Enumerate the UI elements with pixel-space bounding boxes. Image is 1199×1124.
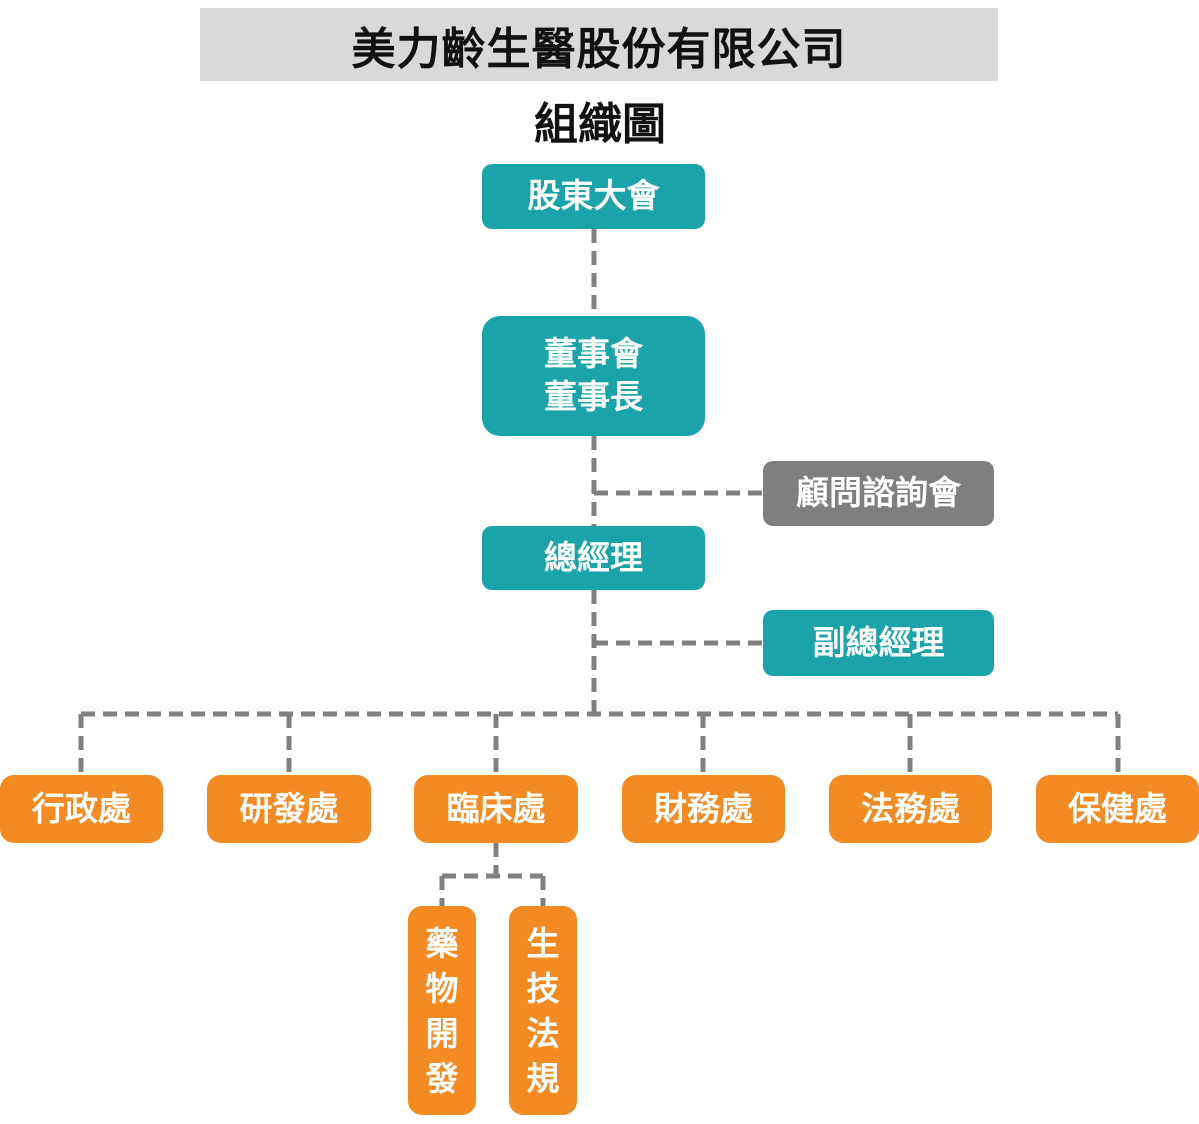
node-dept-rnd: 研發處 bbox=[207, 775, 371, 843]
node-shareholders-meeting: 股東大會 bbox=[482, 164, 705, 229]
node-drug-development-char: 藥 bbox=[425, 923, 459, 963]
node-biotech-regulatory: 生 技 法 規 bbox=[509, 906, 577, 1115]
node-advisory-council: 顧問諮詢會 bbox=[763, 461, 994, 526]
node-dept-admin: 行政處 bbox=[0, 775, 163, 843]
node-dept-health: 保健處 bbox=[1036, 775, 1199, 843]
node-board-line2: 董事長 bbox=[544, 377, 643, 416]
company-name-banner: 美力齡生醫股份有限公司 bbox=[200, 8, 998, 81]
node-board-line1: 董事會 bbox=[544, 334, 643, 374]
node-dept-finance: 財務處 bbox=[622, 775, 785, 843]
node-general-manager: 總經理 bbox=[482, 526, 705, 590]
node-biotech-regulatory-char: 技 bbox=[526, 968, 560, 1008]
node-drug-development-char: 發 bbox=[425, 1058, 459, 1098]
chart-title: 組織圖 bbox=[534, 99, 666, 150]
node-dept-legal: 法務處 bbox=[829, 775, 992, 843]
node-drug-development-char: 物 bbox=[425, 968, 459, 1008]
node-dept-clinical: 臨床處 bbox=[414, 775, 578, 843]
node-drug-development-char: 開 bbox=[425, 1013, 459, 1053]
node-board: 董事會 董事長 bbox=[482, 316, 705, 436]
node-biotech-regulatory-char: 法 bbox=[526, 1013, 560, 1053]
node-biotech-regulatory-char: 生 bbox=[526, 923, 560, 963]
node-biotech-regulatory-char: 規 bbox=[526, 1058, 560, 1098]
node-deputy-general-manager: 副總經理 bbox=[763, 610, 994, 676]
node-drug-development: 藥 物 開 發 bbox=[408, 906, 476, 1115]
